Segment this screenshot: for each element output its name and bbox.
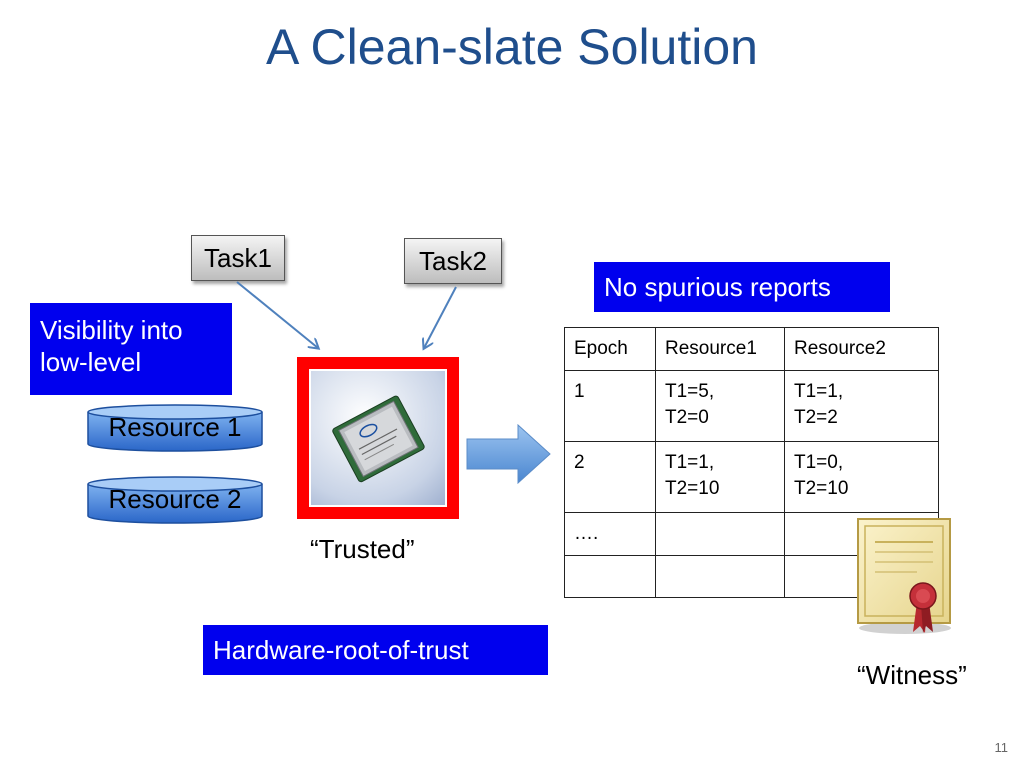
certificate-icon: [857, 518, 951, 634]
chip-background: [311, 371, 445, 505]
no-spurious-label: No spurious reports: [604, 272, 831, 302]
visibility-callout: Visibility into low-level: [30, 303, 232, 395]
witness-caption: “Witness”: [857, 660, 967, 690]
table-cell: 1: [564, 370, 656, 442]
table-cell: T1=0,T2=10: [784, 441, 939, 513]
header-resource2: Resource2: [784, 327, 939, 371]
table-cell: [655, 512, 785, 556]
table-cell: 2: [564, 441, 656, 513]
cpu-chip-icon: [332, 395, 425, 483]
resource-2-cylinder: Resource 2: [86, 476, 264, 524]
right-block-arrow: [466, 424, 551, 484]
table-cell: T1=1,T2=10: [655, 441, 785, 513]
header-epoch: Epoch: [564, 327, 656, 371]
table-cell: T1=5,T2=0: [655, 370, 785, 442]
task2-label: Task2: [419, 246, 487, 276]
task2-arrow: [424, 286, 457, 348]
table-cell: [655, 555, 785, 598]
hardware-root-label: Hardware-root-of-trust: [213, 635, 469, 665]
task1-label: Task1: [204, 243, 272, 273]
table-cell: ….: [564, 512, 656, 556]
task1-arrow: [236, 281, 318, 348]
header-resource1: Resource1: [655, 327, 785, 371]
slide-title: A Clean-slate Solution: [266, 19, 758, 75]
table-cell: T1=1,T2=2: [784, 370, 939, 442]
no-spurious-callout: No spurious reports: [594, 262, 890, 312]
table-cell: [564, 555, 656, 598]
table-header-row: Epoch Resource1 Resource2: [564, 327, 939, 371]
table-row: 1 T1=5,T2=0 T1=1,T2=2: [564, 370, 939, 442]
resource-1-cylinder: Resource 1: [86, 404, 264, 452]
page-number: 11: [994, 740, 1009, 755]
visibility-line-2: low-level: [40, 347, 142, 377]
task2-box: Task2: [404, 238, 502, 284]
trusted-chip-frame: [297, 357, 459, 519]
visibility-line-1: Visibility into: [40, 315, 183, 345]
resource-1-label: Resource 1: [108, 412, 242, 442]
resource-2-label: Resource 2: [108, 484, 242, 514]
trusted-caption: “Trusted”: [310, 534, 415, 564]
cylinder-shape: [87, 476, 263, 524]
table-row: 2 T1=1,T2=10 T1=0,T2=10: [564, 441, 939, 513]
task1-box: Task1: [191, 235, 285, 281]
cylinder-shape: [87, 404, 263, 452]
hardware-root-callout: Hardware-root-of-trust: [203, 625, 548, 675]
